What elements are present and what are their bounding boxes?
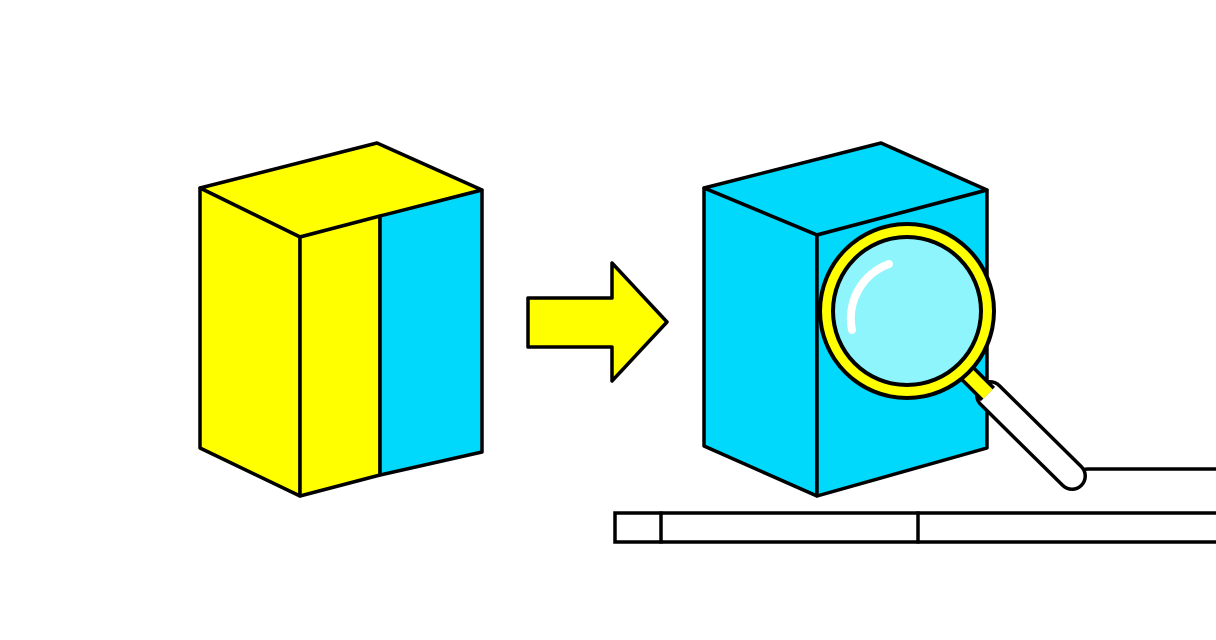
split-color-box-icon <box>198 141 484 498</box>
magnifier-lens <box>835 239 979 383</box>
magnifier-handle <box>978 383 1084 488</box>
left-box-side-yellow-segment <box>298 214 382 498</box>
left-box-side-cyan-segment <box>378 188 484 477</box>
shelf-rail <box>613 511 1216 544</box>
magnifier-glare <box>846 260 893 334</box>
magnifying-glass-icon <box>818 222 1087 491</box>
right-box-front-face <box>702 186 819 498</box>
right-arrow-icon <box>526 261 669 383</box>
left-box-front-face <box>198 186 302 498</box>
shelf-lines <box>613 467 1216 544</box>
shelf-upper-line <box>1074 467 1216 472</box>
